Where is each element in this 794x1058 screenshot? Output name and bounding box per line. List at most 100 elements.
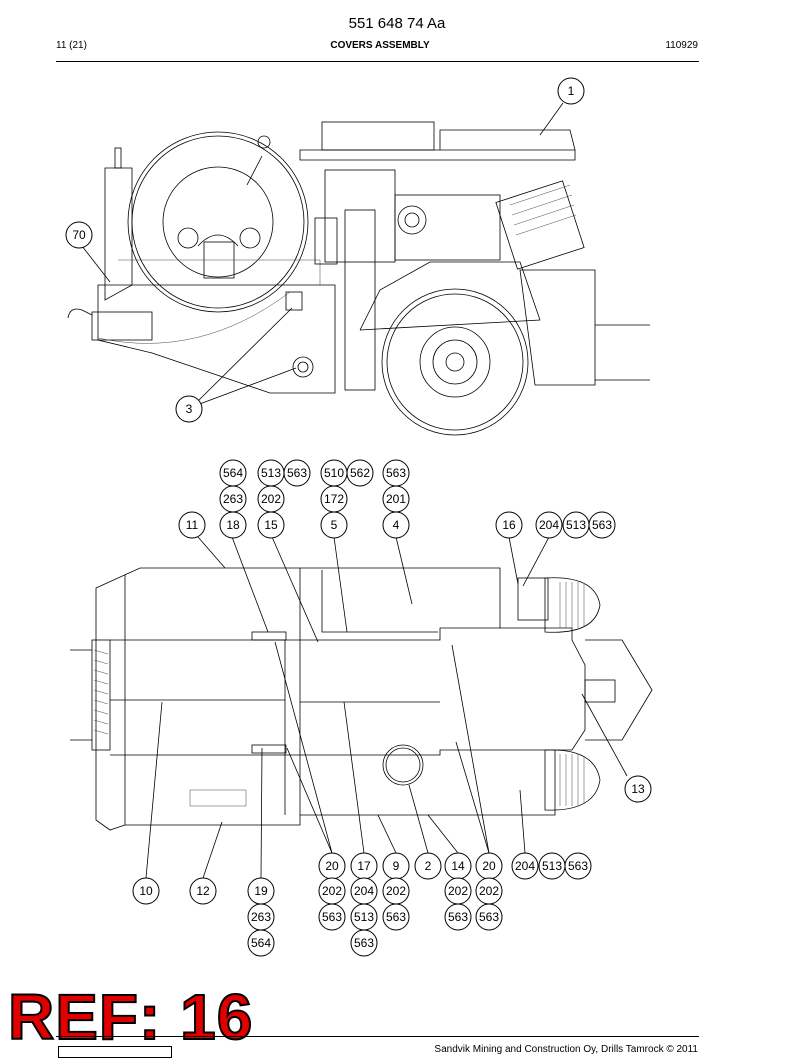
header-divider xyxy=(56,61,699,62)
svg-text:564: 564 xyxy=(251,936,271,950)
callout-balloon: 563 xyxy=(382,903,410,931)
svg-text:17: 17 xyxy=(357,859,371,873)
callout-balloon: 263 xyxy=(219,485,247,513)
svg-text:563: 563 xyxy=(568,859,588,873)
callout-balloon: 563 xyxy=(588,511,616,539)
svg-text:2: 2 xyxy=(425,859,432,873)
svg-text:204: 204 xyxy=(354,884,374,898)
callout-balloon: 562 xyxy=(346,459,374,487)
svg-text:4: 4 xyxy=(393,518,400,532)
callout-balloon: 15 xyxy=(257,511,285,539)
svg-text:563: 563 xyxy=(386,466,406,480)
svg-text:202: 202 xyxy=(479,884,499,898)
company-logo xyxy=(58,1046,172,1058)
callout-balloon: 563 xyxy=(475,903,503,931)
svg-text:5: 5 xyxy=(331,518,338,532)
svg-text:10: 10 xyxy=(139,884,153,898)
document-number: 551 648 74 Aa xyxy=(348,15,446,32)
svg-text:202: 202 xyxy=(261,492,281,506)
callout-balloon: 10 xyxy=(132,877,160,905)
callout-balloon: 564 xyxy=(219,459,247,487)
callout-balloon: 2 xyxy=(414,852,442,880)
callout-balloon: 202 xyxy=(382,877,410,905)
callout-balloon: 204 xyxy=(535,511,563,539)
top-view-drawing xyxy=(70,536,653,879)
svg-text:513: 513 xyxy=(261,466,281,480)
svg-text:513: 513 xyxy=(542,859,562,873)
svg-text:513: 513 xyxy=(354,910,374,924)
svg-text:16: 16 xyxy=(502,518,516,532)
callout-balloon: 9 xyxy=(382,852,410,880)
callout-balloon: 563 xyxy=(350,929,378,957)
page-title: COVERS ASSEMBLY xyxy=(330,40,430,51)
callout-balloon: 17 xyxy=(350,852,378,880)
callout-balloon: 563 xyxy=(283,459,311,487)
callout-balloon: 13 xyxy=(624,775,652,803)
callout-balloon: 172 xyxy=(320,485,348,513)
document-date: 110929 xyxy=(665,40,698,51)
svg-text:172: 172 xyxy=(324,492,344,506)
callout-balloon: 12 xyxy=(189,877,217,905)
svg-text:563: 563 xyxy=(479,910,499,924)
svg-text:563: 563 xyxy=(287,466,307,480)
callout-balloon: 563 xyxy=(318,903,346,931)
callout-balloon: 19 xyxy=(247,877,275,905)
callout-balloon: 5 xyxy=(320,511,348,539)
callout-balloon: 16 xyxy=(495,511,523,539)
svg-text:20: 20 xyxy=(482,859,496,873)
callout-balloon: 202 xyxy=(475,877,503,905)
callout-balloon: 513 xyxy=(257,459,285,487)
callout-balloon: 513 xyxy=(350,903,378,931)
svg-text:15: 15 xyxy=(264,518,278,532)
svg-text:510: 510 xyxy=(324,466,344,480)
callout-balloon: 20 xyxy=(318,852,346,880)
callout-balloon: 204 xyxy=(350,877,378,905)
page-indicator: 11 (21) xyxy=(56,40,87,51)
svg-text:563: 563 xyxy=(322,910,342,924)
svg-text:9: 9 xyxy=(393,859,400,873)
svg-text:3: 3 xyxy=(186,402,193,416)
svg-text:70: 70 xyxy=(72,228,86,242)
callout-balloon: 18 xyxy=(219,511,247,539)
svg-text:1: 1 xyxy=(568,84,575,98)
callout-balloon: 202 xyxy=(318,877,346,905)
callout-balloon: 204 xyxy=(511,852,539,880)
callout-balloon: 513 xyxy=(538,852,566,880)
callout-balloon: 564 xyxy=(247,929,275,957)
callout-balloon: 20 xyxy=(475,852,503,880)
svg-text:13: 13 xyxy=(631,782,645,796)
callout-balloon: 563 xyxy=(382,459,410,487)
svg-text:563: 563 xyxy=(354,936,374,950)
svg-text:202: 202 xyxy=(386,884,406,898)
callout-balloon: 11 xyxy=(178,511,206,539)
svg-text:562: 562 xyxy=(350,466,370,480)
callout-balloon: 70 xyxy=(65,221,93,249)
svg-text:12: 12 xyxy=(196,884,210,898)
svg-text:513: 513 xyxy=(566,518,586,532)
callout-balloon: 563 xyxy=(564,852,592,880)
svg-text:563: 563 xyxy=(448,910,468,924)
callout-balloon: 202 xyxy=(444,877,472,905)
callout-balloon: 202 xyxy=(257,485,285,513)
callout-balloon: 263 xyxy=(247,903,275,931)
svg-text:14: 14 xyxy=(451,859,465,873)
side-view-drawing xyxy=(67,102,650,436)
callout-balloon: 513 xyxy=(562,511,590,539)
callout-balloon: 14 xyxy=(444,852,472,880)
svg-text:202: 202 xyxy=(448,884,468,898)
svg-text:18: 18 xyxy=(226,518,240,532)
svg-text:204: 204 xyxy=(515,859,535,873)
svg-text:263: 263 xyxy=(251,910,271,924)
ref-stamp: REF: 16 xyxy=(7,981,254,1053)
svg-text:20: 20 xyxy=(325,859,339,873)
footer-copyright: Sandvik Mining and Construction Oy, Dril… xyxy=(434,1044,698,1055)
footer-divider xyxy=(56,1036,699,1037)
callout-balloon: 1 xyxy=(557,77,585,105)
callout-balloon: 510 xyxy=(320,459,348,487)
svg-text:564: 564 xyxy=(223,466,243,480)
svg-text:11: 11 xyxy=(186,518,199,532)
svg-text:263: 263 xyxy=(223,492,243,506)
svg-text:202: 202 xyxy=(322,884,342,898)
svg-text:563: 563 xyxy=(592,518,612,532)
